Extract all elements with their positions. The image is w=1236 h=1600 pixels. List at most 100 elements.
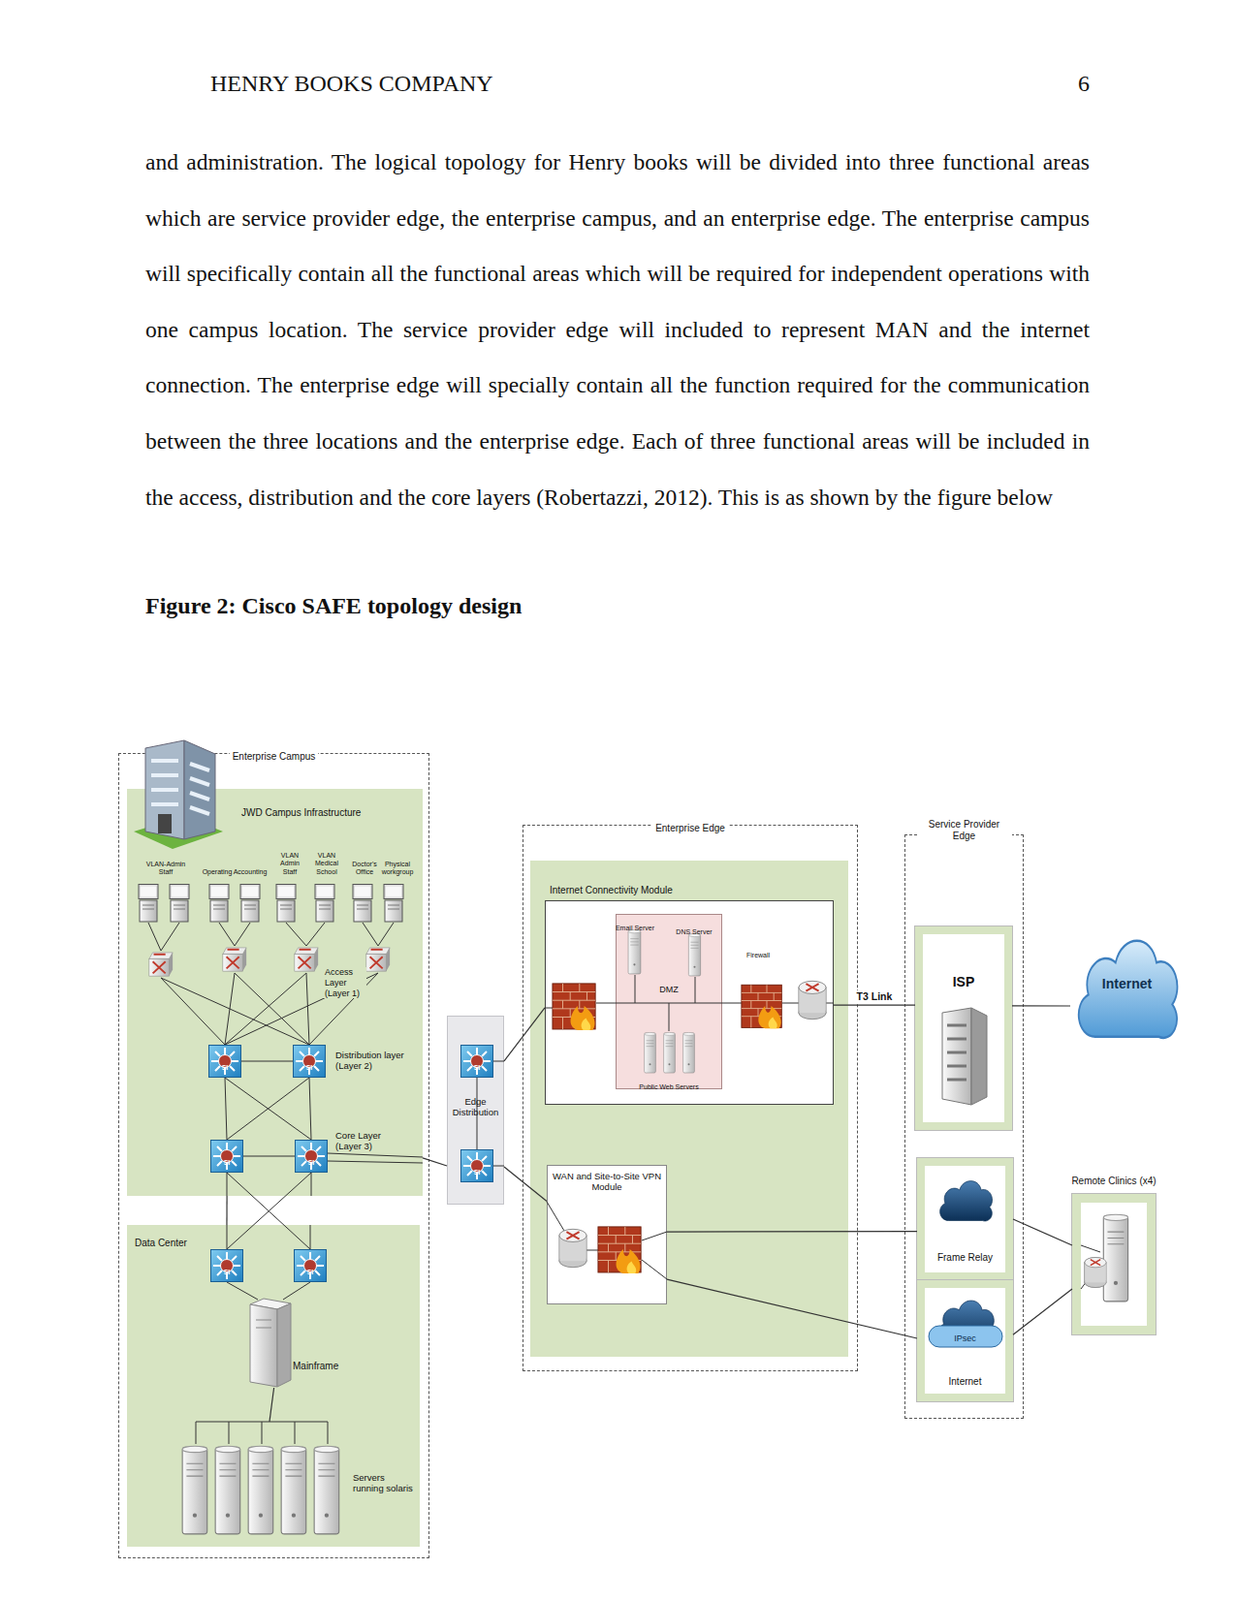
network-link — [422, 1158, 447, 1167]
node-text: IPsec — [953, 1333, 977, 1345]
router-icon — [1084, 1257, 1107, 1288]
node-text: Internet — [1102, 976, 1152, 993]
pc-workstation — [383, 885, 404, 923]
server-label: Public Web Servers — [638, 1083, 698, 1092]
body-paragraph: and administration. The logical topology… — [145, 134, 1090, 526]
multilayer-switch — [211, 1250, 244, 1283]
access-switch — [149, 952, 173, 977]
isp-building — [942, 1008, 972, 1106]
layer-label: Distribution layer (Layer 2) — [332, 1049, 420, 1073]
switch-mark: SI — [223, 1158, 231, 1169]
dmz-box: DMZ — [615, 914, 723, 1090]
pc-workstation — [352, 885, 373, 923]
network-link — [504, 1167, 547, 1202]
dmz-server — [683, 1032, 696, 1074]
network-link — [225, 1196, 227, 1226]
campus-building — [145, 740, 185, 840]
text-slot: Figure 2: Cisco SAFE topology design — [145, 592, 1090, 621]
text-slot: DMZ — [616, 979, 722, 997]
text-slot: Data Center — [134, 1233, 252, 1251]
text-slot: Doctor's Office — [347, 860, 382, 879]
vlan-label: Doctor's Office — [347, 860, 382, 878]
node-text: Remote Clinics (x4) — [1071, 1175, 1156, 1188]
multilayer-switch — [294, 1250, 327, 1283]
vlan-label: VLAN Medical School — [308, 852, 346, 877]
firewall-label: Firewall — [746, 951, 770, 960]
text-slot: Enterprise Campus — [119, 746, 429, 764]
mainframe-icon — [255, 1320, 272, 1329]
pc-workstation — [138, 885, 159, 923]
multilayer-switch — [295, 1140, 328, 1173]
text-slot: Enterprise Edge — [523, 818, 857, 836]
access-switch — [222, 948, 247, 972]
campus-building — [184, 740, 216, 840]
multilayer-switch — [293, 1045, 326, 1078]
text-slot: Service Provider Edge — [905, 819, 1023, 844]
mainframe-icon — [250, 1304, 278, 1388]
pc-workstation — [138, 885, 404, 923]
edge-distribution-box: Edge Distribution — [446, 1015, 505, 1205]
dmz-server — [688, 934, 700, 977]
figure-title: Figure 2: Cisco SAFE topology design — [145, 592, 522, 621]
network-link — [504, 1008, 545, 1062]
link-label: T3 Link — [854, 990, 896, 1004]
vlan-label: Accounting — [233, 868, 268, 877]
region-dashed: Service Provider EdgeISPFrame RelayIPsec… — [904, 834, 1024, 1420]
cloud-icon — [928, 941, 1177, 1348]
text-slot: WAN and Site-to-Site VPN Module — [551, 1171, 663, 1195]
node-text: Internet Connectivity Module — [549, 885, 673, 897]
network-link — [1013, 1219, 1073, 1246]
running-header: HENRY BOOKS COMPANY — [210, 69, 494, 98]
solaris-server — [215, 1446, 241, 1535]
text-slot: Servers running solaris — [352, 1472, 415, 1496]
vlan-label: VLAN-Admin Staff — [138, 860, 193, 878]
multilayer-switch — [461, 1150, 494, 1183]
pc-workstation — [209, 885, 229, 923]
dmz-server — [664, 1032, 676, 1074]
dmz-server — [628, 930, 701, 1074]
isp-building — [947, 1025, 967, 1080]
switch-mark: SI — [223, 1267, 231, 1278]
node-text: Frame Relay — [937, 1252, 993, 1265]
pc-workstation — [276, 885, 296, 923]
access-switch — [294, 948, 318, 972]
text-slot: Access Layer (Layer 1) — [321, 967, 367, 1001]
page-number: 6 — [1077, 69, 1090, 98]
text-slot: Internet — [1070, 975, 1184, 993]
provider-box: ISP — [915, 926, 1013, 1131]
dmz-server — [628, 930, 641, 975]
node-text: JWD Campus Infrastructure — [241, 807, 361, 820]
node-text: ISP — [952, 974, 976, 991]
clinic-server — [1084, 1257, 1107, 1288]
region-dashed: Enterprise EdgeInternet Connectivity Mod… — [522, 824, 858, 1372]
multilayer-switch — [209, 1045, 494, 1283]
multilayer-switch — [461, 1045, 494, 1078]
text-slot: ISP — [922, 973, 1005, 991]
node-text: Mainframe — [292, 1361, 339, 1373]
vlan-label: VLAN Admin Staff — [272, 852, 308, 877]
switch-mark: SI — [221, 1063, 229, 1074]
access-switch — [366, 948, 390, 972]
campus-building — [133, 740, 223, 850]
solaris-server — [248, 1446, 274, 1535]
mainframe-icon — [277, 1303, 291, 1388]
text-slot: Distribution layer (Layer 2) — [332, 1049, 420, 1074]
text-slot: IPsec — [924, 1328, 1006, 1346]
switch-mark: SI — [474, 1063, 481, 1074]
pc-workstation — [240, 885, 260, 923]
vlan-label: Physical workgroup — [377, 860, 418, 878]
network-link — [269, 1388, 275, 1423]
network-link — [666, 1231, 918, 1234]
text-slot: Remote Clinics (x4) — [1051, 1171, 1176, 1189]
mainframe-icon — [250, 1299, 291, 1310]
pc-workstation — [315, 885, 335, 923]
text-slot: and administration. The logical topology… — [145, 134, 1090, 526]
network-link — [666, 1279, 918, 1339]
text-slot: JWD Campus Infrastructure — [241, 802, 416, 821]
text-slot: 6 — [1041, 69, 1090, 98]
server-group: Servers running solaris — [178, 1422, 417, 1544]
campus-building — [158, 814, 172, 834]
provider-box: IPsecInternet — [917, 1280, 1014, 1402]
